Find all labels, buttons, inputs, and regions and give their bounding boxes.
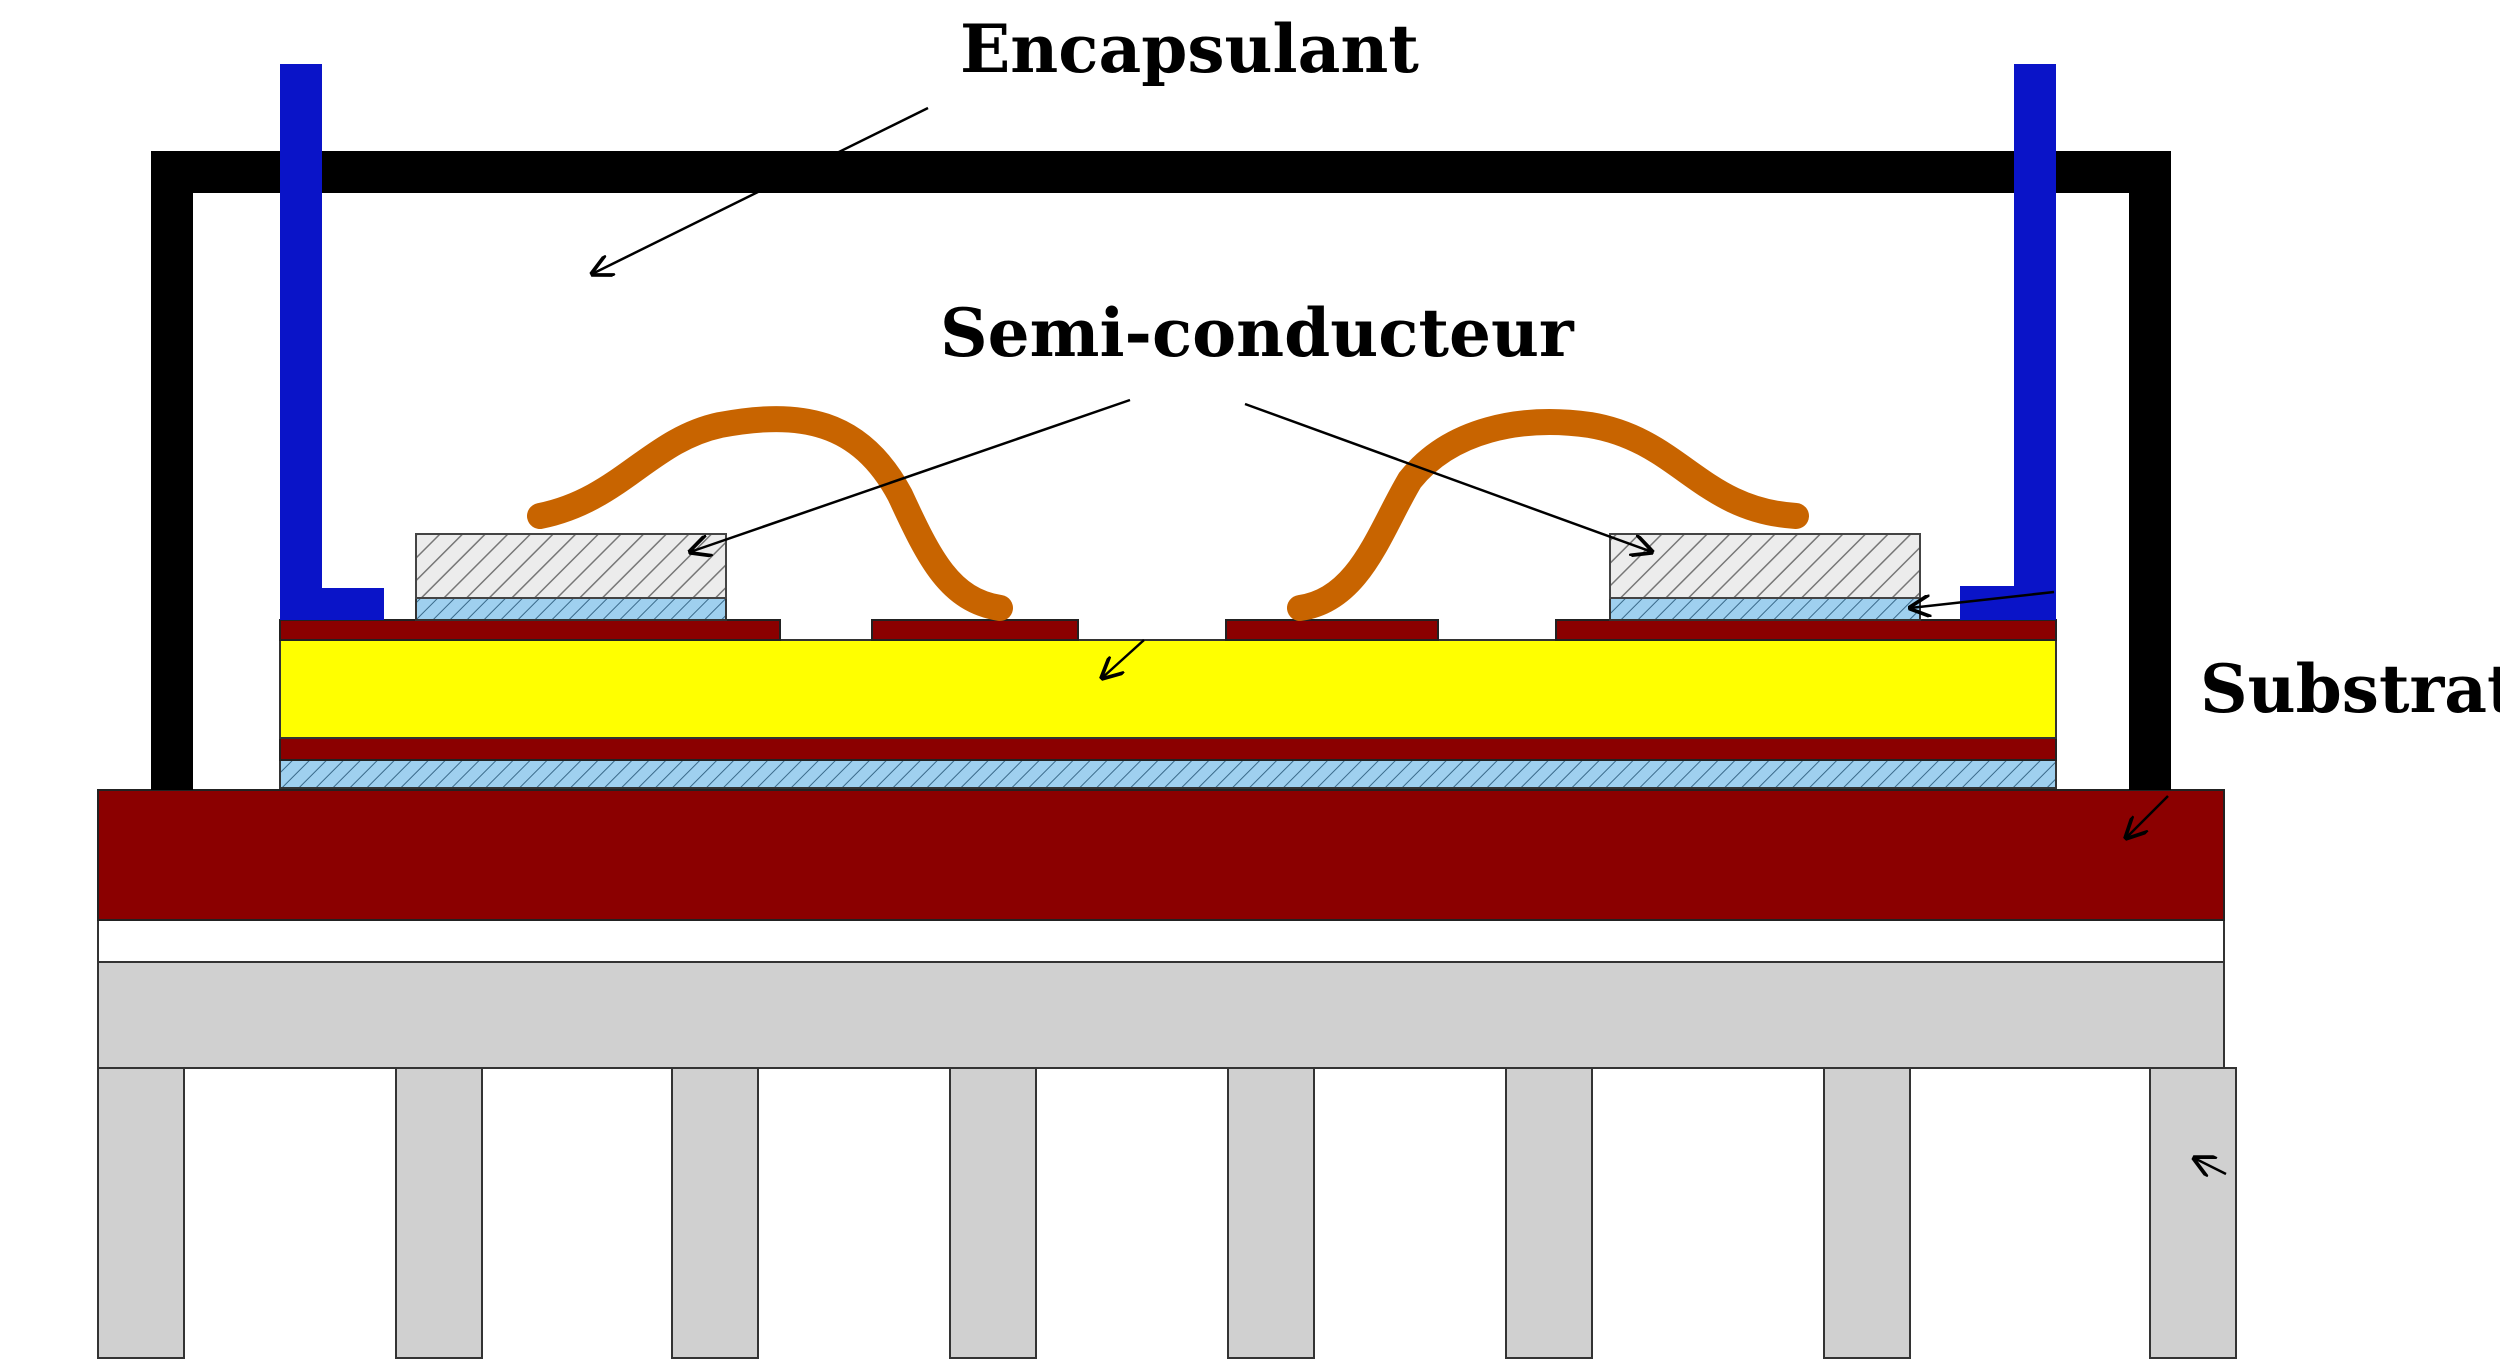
top-copper-track: [1555, 619, 2057, 641]
arrow-baseplate: [2126, 795, 2169, 838]
chip-right: [1609, 533, 1921, 599]
heatsink-base: [97, 961, 2225, 1069]
arrow-ceramic: [1102, 639, 1145, 678]
bond-wire-left: [527, 406, 1013, 621]
arrow-die-solder: [1910, 590, 2055, 608]
arrow-encapsulant: [592, 106, 929, 274]
arrow-semiconducteur-right: [1244, 402, 1652, 552]
terminal-right: [1960, 64, 2056, 620]
thermal-interface-layer: [97, 919, 2225, 963]
die-solder-left: [415, 597, 727, 621]
arrow-heatsink: [2194, 1158, 2227, 1174]
heatsink-fin: [949, 1067, 1037, 1359]
substrate-solder-layer: [279, 759, 2057, 789]
heatsink-fin: [1227, 1067, 1315, 1359]
bond-wire-right: [1287, 409, 1809, 621]
heatsink-fin: [1505, 1067, 1593, 1359]
top-copper-track: [1225, 619, 1439, 641]
die-solder-right: [1609, 597, 1921, 621]
baseplate: [97, 789, 2225, 921]
heatsink-fin: [1823, 1067, 1911, 1359]
power-terminals: [280, 64, 2056, 620]
top-copper-track: [279, 619, 781, 641]
label-arrows: [592, 106, 2227, 1174]
label-semiconducteur: Semi-conducteur: [940, 294, 1575, 372]
terminal-left: [280, 64, 384, 620]
heatsink: [97, 961, 2237, 1359]
housing-frame: [151, 151, 2171, 790]
substrate-ceramic: [279, 639, 2057, 739]
heatsink-fin: [2149, 1067, 2237, 1359]
heatsink-fin: [671, 1067, 759, 1359]
semiconductor-die-left: [415, 533, 727, 621]
arrow-semiconducteur-left: [690, 398, 1131, 552]
heatsink-fin: [97, 1067, 185, 1359]
dbc-substrate: [279, 619, 2057, 789]
label-substrat: Substrat: [2200, 650, 2500, 728]
heatsink-fin: [395, 1067, 483, 1359]
semiconductor-die-right: [1609, 533, 1921, 621]
top-copper-track: [871, 619, 1079, 641]
chip-left: [415, 533, 727, 599]
substrate-bottom-copper: [279, 737, 2057, 761]
label-encapsulant: Encapsulant: [960, 10, 1419, 88]
